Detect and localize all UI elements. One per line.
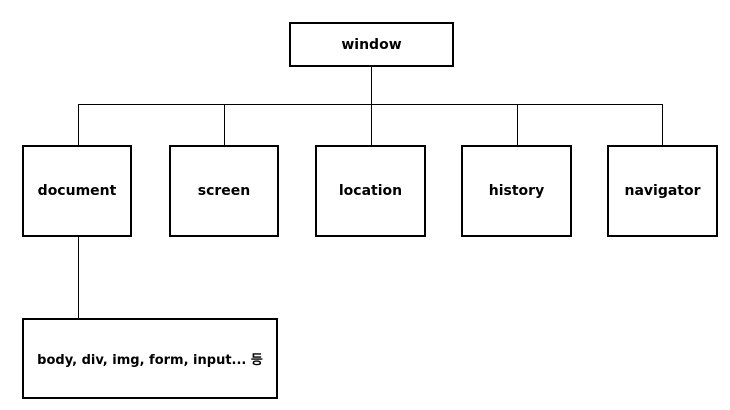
node-screen: screen <box>169 145 279 237</box>
node-history: history <box>461 145 572 237</box>
node-navigator: navigator <box>607 145 718 237</box>
connector-screen <box>224 104 225 146</box>
node-document-elements: body, div, img, form, input... 등 <box>22 318 278 399</box>
connector-history <box>517 104 518 146</box>
node-window: window <box>289 22 454 67</box>
node-document-label: document <box>37 183 117 199</box>
node-document: document <box>22 145 132 237</box>
node-window-label: window <box>341 36 402 53</box>
node-document-elements-label: body, div, img, form, input... 등 <box>37 353 263 368</box>
node-location: location <box>315 145 426 237</box>
connector-bus <box>78 104 663 105</box>
node-screen-label: screen <box>197 183 251 199</box>
connector-location <box>371 104 372 146</box>
connector-document <box>78 104 79 146</box>
node-navigator-label: navigator <box>624 183 701 199</box>
node-location-label: location <box>338 183 403 199</box>
connector-root-down <box>371 66 372 104</box>
node-history-label: history <box>488 183 545 199</box>
connector-navigator <box>662 104 663 146</box>
connector-document-child <box>78 236 79 320</box>
